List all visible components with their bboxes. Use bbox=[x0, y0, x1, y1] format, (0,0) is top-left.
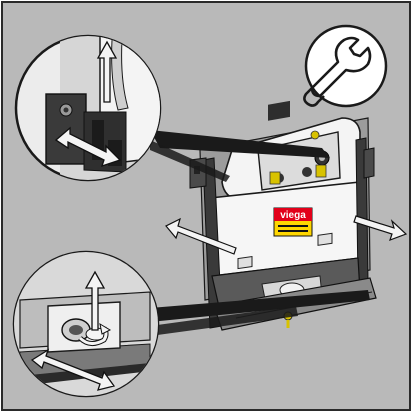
detail-circle-bottom bbox=[12, 250, 160, 398]
detail-arrow-double-bottom bbox=[30, 348, 116, 391]
detail-rotate-arrow bbox=[78, 322, 112, 346]
detail-arrow-up bbox=[96, 40, 118, 103]
arrow-right-outward bbox=[353, 215, 408, 242]
detail-arrow-double bbox=[54, 126, 122, 168]
detail-arrow-up-bottom bbox=[84, 270, 106, 331]
wrench-icon bbox=[303, 24, 388, 108]
brand-logo-text: viega bbox=[280, 210, 306, 221]
yellow-clip-left bbox=[269, 171, 281, 185]
zoom-connector-bottom bbox=[150, 290, 370, 336]
brand-logo: viega bbox=[273, 207, 313, 237]
arrow-left-outward bbox=[165, 217, 237, 255]
zoom-connector-top bbox=[150, 130, 330, 182]
mounting-bracket-right bbox=[363, 147, 375, 179]
yellow-clip-right bbox=[315, 164, 327, 178]
